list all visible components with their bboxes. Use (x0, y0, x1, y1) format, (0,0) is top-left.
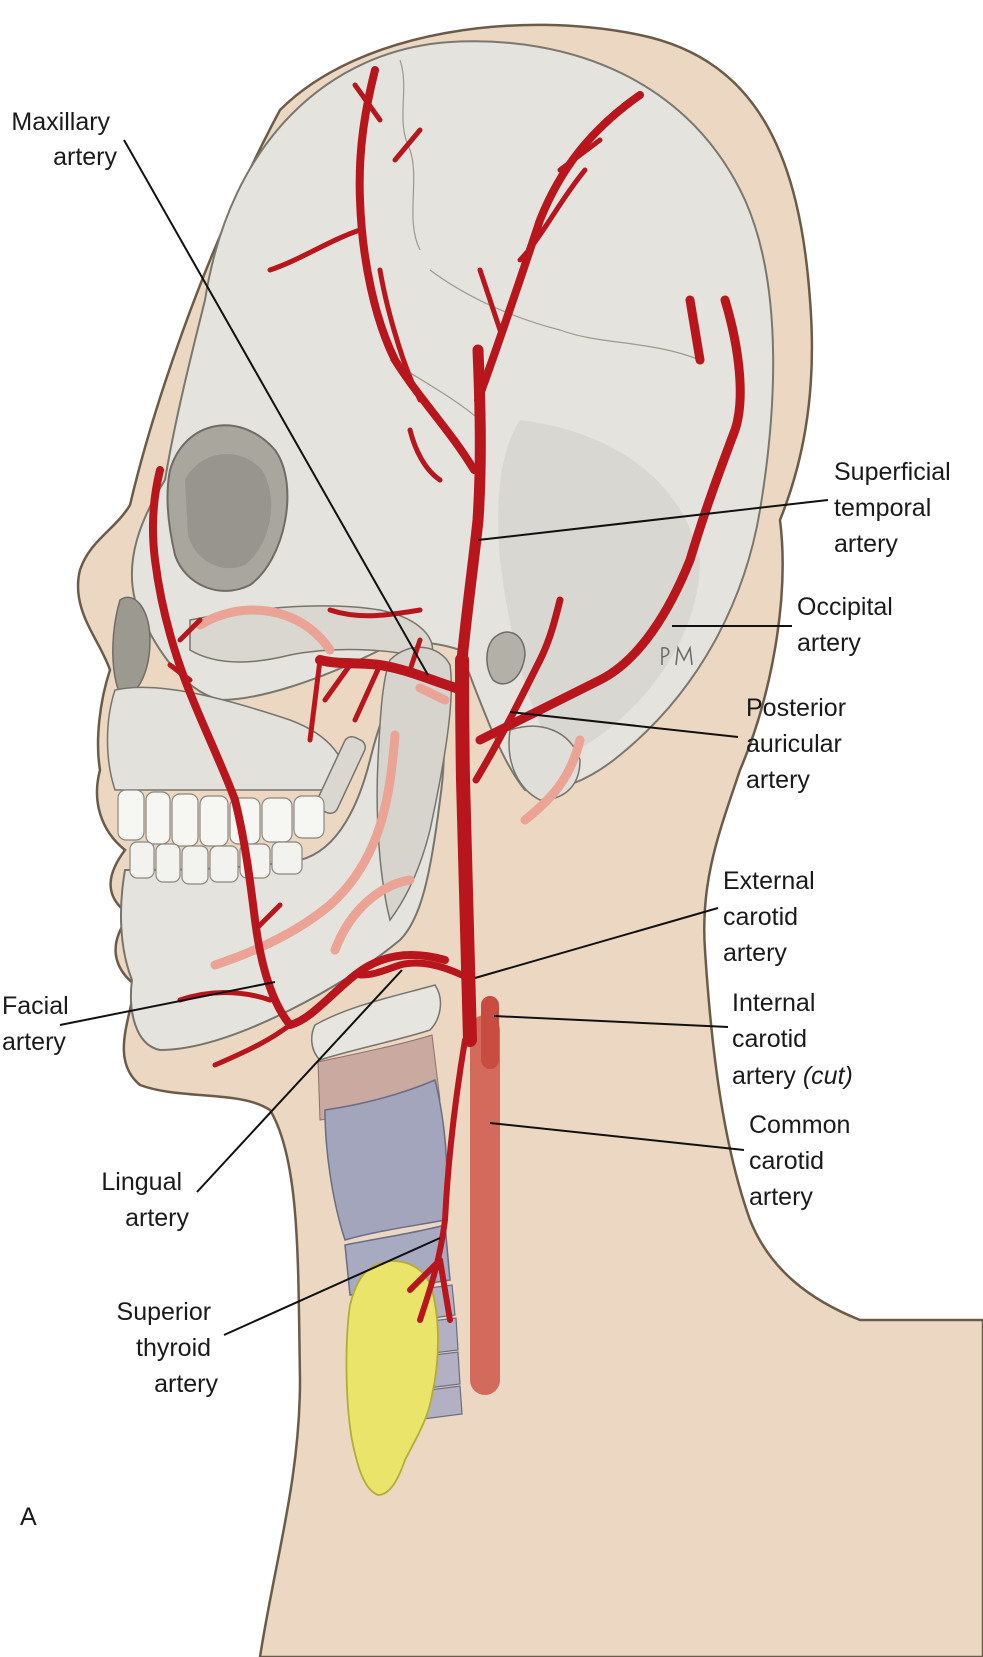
label-facial-artery: Facial artery (2, 992, 76, 1056)
hyoid-bone (310, 984, 442, 1061)
skull (106, 40, 775, 1052)
upper-teeth (117, 789, 325, 847)
label-internal-carotid-artery: Internal carotid artery (cut) (732, 989, 853, 1090)
ear-opening (486, 631, 526, 685)
superficial-temporal-parietal-branch (474, 91, 644, 404)
leader-common-carotid (489, 1122, 745, 1151)
superior-thyroid-artery (407, 1037, 468, 1323)
mandibular-ramus (376, 646, 453, 922)
nasal-cavity (112, 596, 151, 701)
leader-superficial-temporal (477, 499, 829, 541)
posterior-auricular-artery (472, 596, 564, 784)
leader-lingual (196, 969, 403, 1193)
leader-facial (59, 981, 276, 1026)
leader-internal-carotid (493, 1015, 729, 1028)
leader-external-carotid (474, 907, 719, 979)
external-carotid-artery (455, 653, 477, 1047)
label-posterior-auricular-artery: Posterior auricular artery (746, 694, 853, 794)
facial-artery (148, 466, 449, 1029)
skull-shading (498, 420, 700, 760)
thyroid-gland (345, 1260, 439, 1496)
arteries (148, 66, 745, 1395)
orbit-inner-shadow (185, 453, 272, 569)
superficial-temporal-twig-1 (267, 82, 423, 403)
maxillary-branches (307, 607, 423, 743)
label-occipital-artery: Occipital artery (797, 593, 900, 657)
superficial-temporal-twig-2 (407, 137, 603, 483)
label-lingual-artery: Lingual artery (101, 1168, 189, 1232)
lingual-artery (356, 959, 466, 979)
labels: Maxillary artery Superficial temporal ar… (2, 108, 958, 1531)
lower-teeth (129, 841, 303, 885)
label-superficial-temporal-artery: Superficial temporal artery (834, 458, 958, 558)
superficial-temporal-frontal-branch (355, 66, 478, 474)
label-superior-thyroid-artery: Superior thyroid artery (117, 1298, 219, 1398)
label-common-carotid-artery: Common carotid artery (749, 1111, 857, 1211)
leader-maxillary (123, 139, 429, 676)
leader-lines (59, 139, 829, 1336)
larynx-trachea (310, 984, 463, 1496)
artist-signature (661, 645, 693, 666)
leader-superior-thyroid (223, 1237, 441, 1336)
panel-letter: A (20, 1503, 37, 1531)
label-maxillary-artery: Maxillary artery (11, 108, 117, 171)
label-external-carotid-artery: External carotid artery (723, 867, 822, 967)
leader-posterior-auricular (509, 711, 739, 738)
occipital-artery (475, 295, 745, 745)
